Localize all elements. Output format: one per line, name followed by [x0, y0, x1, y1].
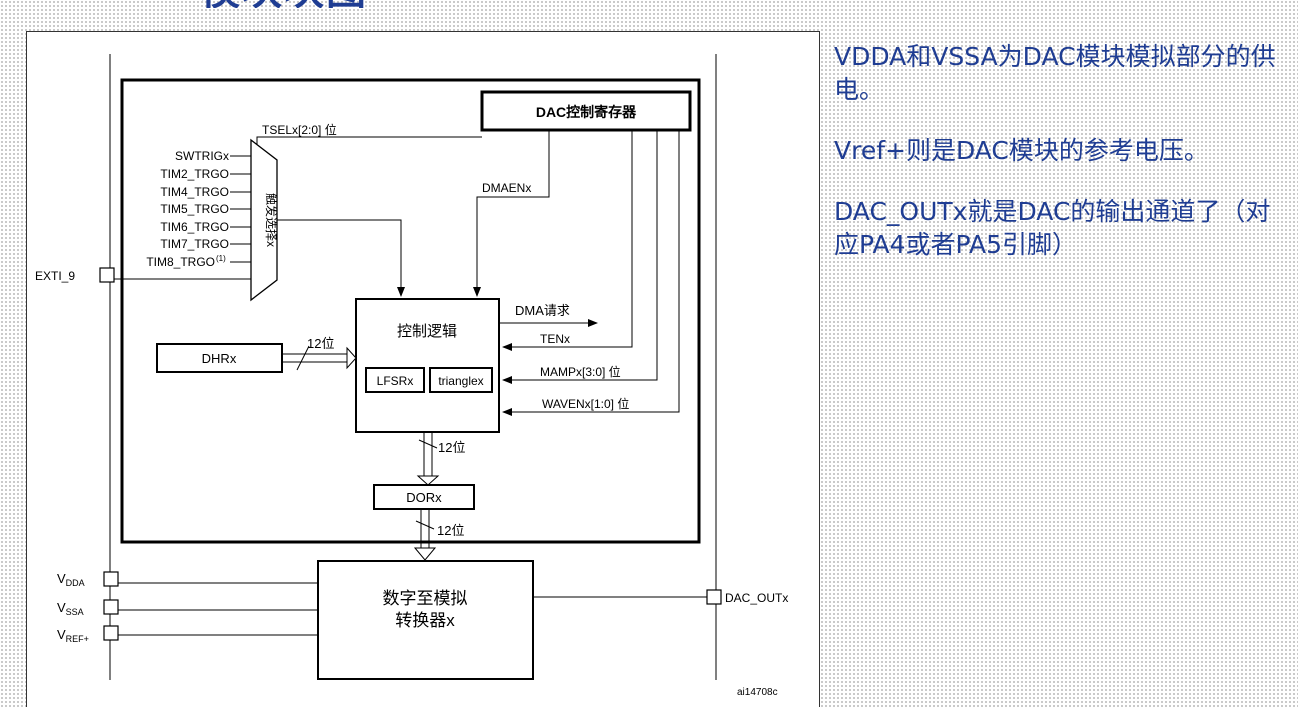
- dor-to-converter-bus: [413, 509, 437, 561]
- dac-block-diagram: DAC控制寄存器 TSELx[2:0] 位 触发选择x SWTRIGx TIM2…: [26, 31, 820, 707]
- dac-converter-label-1: 数字至模拟: [383, 589, 468, 608]
- mamp-label: MAMPx[3:0] 位: [540, 364, 621, 379]
- trigger-inputs: SWTRIGx TIM2_TRGO TIM4_TRGO TIM5_TRGO TI…: [146, 149, 251, 269]
- ten-line: [502, 130, 633, 351]
- mux-to-control-arrow: [277, 219, 405, 297]
- tsel-line: [256, 136, 482, 150]
- vref-label: VREF+: [57, 627, 89, 644]
- vssa-label: VSSA: [57, 600, 84, 617]
- trigger-tim2: TIM2_TRGO: [160, 167, 229, 181]
- trigger-tim8-footnote: (1): [216, 254, 226, 263]
- waven-label: WAVENx[1:0] 位: [542, 396, 629, 411]
- dac-converter-label-2: 转换器x: [395, 611, 455, 630]
- explanation-notes: VDDA和VSSA为DAC模块模拟部分的供电。 Vref+则是DAC模块的参考电…: [834, 40, 1294, 289]
- trigger-selector-mux: [250, 138, 278, 302]
- dor-box: [373, 484, 475, 510]
- control-dor-bus-width: 12位: [438, 440, 465, 455]
- dac-control-register-box: [480, 90, 692, 132]
- vref-pin: [103, 625, 119, 641]
- lfsr-label: LFSRx: [377, 374, 414, 388]
- dhr-bus-width: 12位: [307, 336, 334, 351]
- control-logic-box: [355, 298, 500, 433]
- dmaen-label: DMAENx: [482, 181, 531, 195]
- slide-title: 模块块图: [200, 0, 368, 8]
- trigger-tim5: TIM5_TRGO: [160, 202, 229, 216]
- dor-converter-bus-width: 12位: [437, 523, 464, 538]
- control-to-dor-bus: [416, 432, 440, 486]
- trigger-tim8: TIM8_TRGO: [146, 255, 215, 269]
- dma-request-label: DMA请求: [515, 303, 570, 318]
- waven-line: [502, 130, 680, 416]
- trigger-swtrig: SWTRIGx: [175, 149, 229, 163]
- trigger-tim4: TIM4_TRGO: [160, 185, 229, 199]
- trigger-tim7: TIM7_TRGO: [160, 237, 229, 251]
- trigger-selector-label: 触发选择x: [264, 193, 279, 247]
- dmaen-line: [473, 130, 550, 297]
- vdda-label: VDDA: [57, 571, 85, 588]
- triangle-box: [429, 367, 493, 393]
- dhr-box: [156, 343, 283, 373]
- tsel-label: TSELx[2:0] 位: [262, 122, 337, 137]
- dac-out-pin: [706, 589, 722, 605]
- dac-control-register-label: DAC控制寄存器: [536, 104, 637, 120]
- ten-label: TENx: [540, 332, 570, 346]
- figure-id: ai14708c: [737, 687, 778, 698]
- note-dac-out: DAC_OUTx就是DAC的输出通道了（对应PA4或者PA5引脚）: [834, 197, 1271, 259]
- dor-label: DORx: [406, 490, 442, 505]
- dhr-label: DHRx: [202, 351, 237, 366]
- exti9-pin: [99, 267, 115, 283]
- diagram-svg: DAC控制寄存器 TSELx[2:0] 位 触发选择x SWTRIGx TIM2…: [35, 54, 788, 698]
- vdda-pin: [103, 571, 119, 587]
- vssa-pin: [103, 599, 119, 615]
- triangle-label: trianglex: [438, 374, 483, 388]
- control-logic-label: 控制逻辑: [397, 323, 457, 340]
- dac-converter-box: [317, 560, 534, 680]
- note-vref: Vref+则是DAC模块的参考电压。: [834, 136, 1209, 165]
- exti9-label: EXTI_9: [35, 269, 75, 283]
- dhr-bus-arrow: [282, 345, 357, 371]
- dac-out-label: DAC_OUTx: [725, 591, 788, 605]
- trigger-tim6: TIM6_TRGO: [160, 220, 229, 234]
- note-power-supply: VDDA和VSSA为DAC模块模拟部分的供电。: [834, 42, 1276, 104]
- dac-inner-frame: [120, 78, 701, 544]
- mamp-line: [502, 130, 658, 384]
- lfsr-box: [365, 367, 425, 393]
